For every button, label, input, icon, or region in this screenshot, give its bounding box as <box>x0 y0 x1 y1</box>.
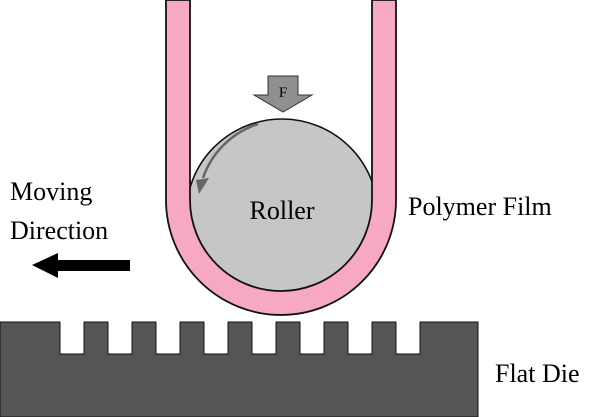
flat-die <box>0 321 479 417</box>
roller-label: Roller <box>250 196 315 225</box>
polymer-film <box>165 0 397 316</box>
rotation-arrowhead-icon <box>196 178 209 194</box>
force-arrow-icon <box>252 75 314 113</box>
moving-direction-label-line1: Moving <box>10 177 92 206</box>
flat-die-label: Flat Die <box>495 359 580 388</box>
polymer-film-label: Polymer Film <box>408 192 552 221</box>
rotation-arrow <box>201 122 259 179</box>
moving-direction-arrow-icon <box>32 253 130 278</box>
moving-direction-label-line2: Direction <box>10 216 108 245</box>
force-label: F <box>279 85 287 101</box>
